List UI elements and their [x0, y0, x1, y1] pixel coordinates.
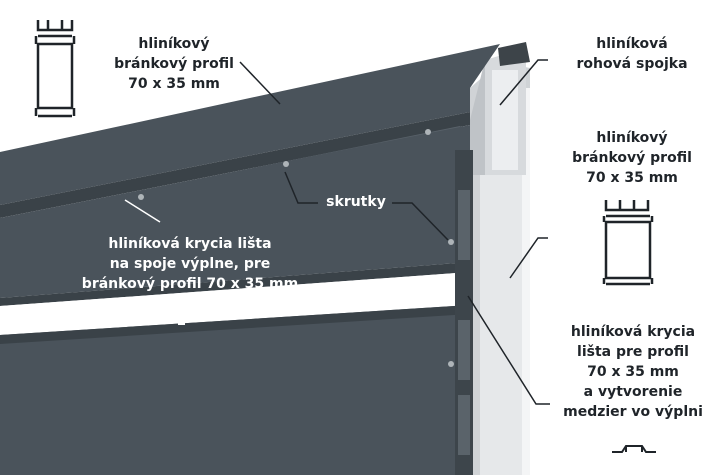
infill-gap	[0, 272, 470, 320]
label-line: bránkový profil	[114, 56, 234, 72]
corner-joint-part	[470, 42, 530, 175]
lower-infill-panel	[0, 305, 470, 475]
label-line: lišta pre profil	[577, 344, 689, 360]
strip-section-icon-bottom	[612, 445, 656, 453]
label-line: hliníková krycia	[570, 324, 696, 340]
label-line: na spoje výplne, pre	[109, 256, 271, 272]
leader-screws	[284, 171, 318, 204]
strip-section-icon	[178, 303, 185, 325]
leader-cover-strip-gaps	[467, 295, 550, 405]
label-line: hliníková krycia lišta	[108, 236, 272, 252]
leader-cover-strip-joint	[124, 199, 161, 223]
label-line: hliníkový	[138, 36, 210, 52]
leader-gate-profile-top	[239, 61, 281, 105]
label-line: 70 x 35 mm	[587, 364, 679, 380]
label-line: medzier vo výplni	[563, 404, 703, 420]
upper-infill-panel	[0, 125, 470, 306]
label-line: bránkový profil 70 x 35 mm	[81, 276, 299, 292]
profile-section-icon-right	[602, 200, 654, 286]
label-corner-joint: hliníková rohová spojka	[562, 34, 702, 74]
label-line: hliníková	[596, 36, 668, 52]
profile-section-icon	[34, 20, 76, 118]
leader-lines	[239, 59, 550, 405]
leader-corner-joint	[499, 59, 548, 106]
label-cover-strip-joint: hliníková krycia lišta na spoje výplne, …	[70, 234, 310, 294]
screw-marks	[138, 129, 454, 367]
label-cover-strip-gaps: hliníková krycia lišta pre profil 70 x 3…	[548, 322, 718, 422]
label-line: 70 x 35 mm	[128, 76, 220, 92]
leader-gate-profile-right	[509, 237, 548, 279]
label-line: 70 x 35 mm	[586, 170, 678, 186]
label-line: a vytvorenie	[583, 384, 683, 400]
label-gate-profile-right: hliníkový bránkový profil 70 x 35 mm	[562, 128, 702, 188]
label-line: hliníkový	[596, 130, 668, 146]
label-screws: skrutky	[320, 192, 392, 212]
label-gate-profile-top: hliníkový bránkový profil 70 x 35 mm	[104, 34, 244, 94]
label-line: skrutky	[326, 194, 386, 210]
label-line: rohová spojka	[576, 56, 688, 72]
leader-lines-light	[124, 199, 161, 223]
leader-screws-2	[392, 202, 449, 241]
label-line: bránkový profil	[572, 150, 692, 166]
vertical-cover-strip	[455, 150, 473, 475]
